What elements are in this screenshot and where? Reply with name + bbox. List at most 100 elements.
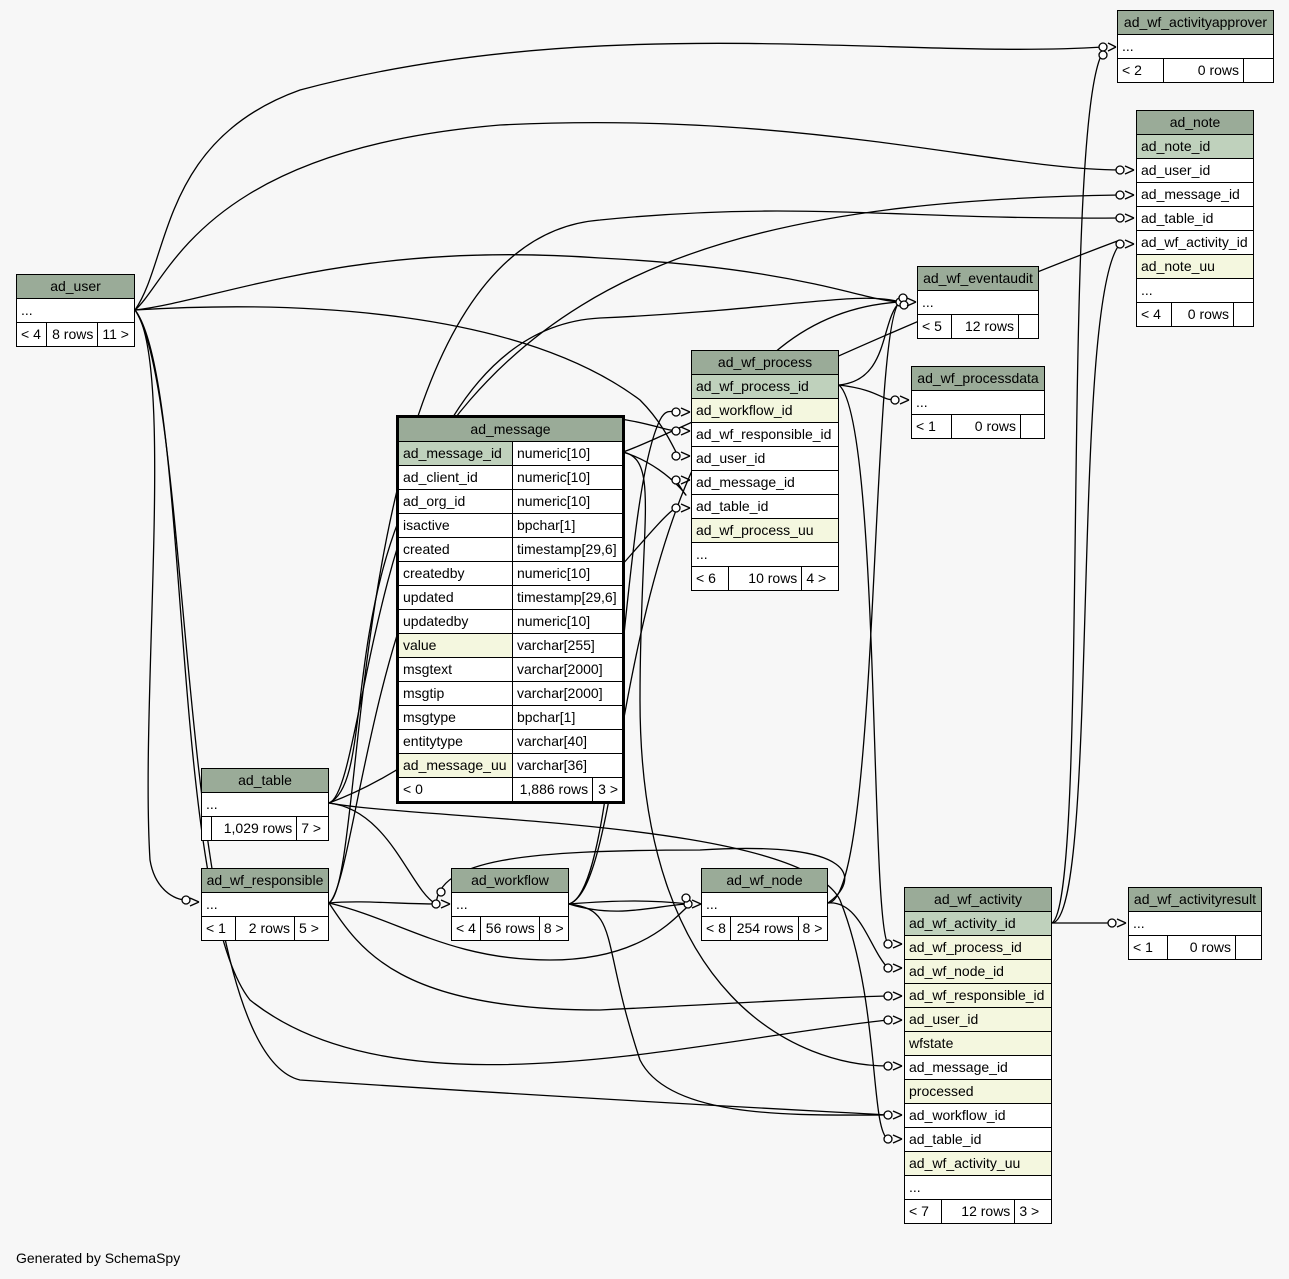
- column-ellipsis: ...: [16, 298, 135, 323]
- table-title: ad_wf_activityresult: [1128, 887, 1262, 912]
- column-ad-message-id: ad_message_id: [904, 1055, 1052, 1080]
- table-title: ad_wf_eventaudit: [917, 266, 1039, 291]
- column-name: entitytype: [397, 729, 513, 754]
- column-name: msgtext: [397, 657, 513, 682]
- column-name: value: [397, 633, 513, 658]
- children-count: [1243, 58, 1274, 83]
- table-title: ad_wf_responsible: [201, 868, 329, 893]
- table-ad-note[interactable]: ad_note ad_note_id ad_user_id ad_message…: [1135, 110, 1254, 327]
- column-type: varchar[2000]: [511, 681, 625, 706]
- column-type: varchar[255]: [511, 633, 625, 658]
- column-ad-wf-responsible-id: ad_wf_responsible_id: [904, 983, 1052, 1008]
- column-type: numeric[10]: [511, 489, 625, 514]
- row-count: 0 rows: [1171, 302, 1234, 327]
- column-ad-user-id: ad_user_id: [691, 446, 839, 471]
- column-ad-note-id: ad_note_id: [1136, 134, 1254, 159]
- table-title: ad_wf_processdata: [911, 366, 1045, 391]
- parents-count: [201, 816, 212, 841]
- column-ellipsis: ...: [451, 892, 569, 917]
- table-ad-wf-activity[interactable]: ad_wf_activity ad_wf_activity_id ad_wf_p…: [904, 887, 1052, 1224]
- column-ad-table-id: ad_table_id: [904, 1127, 1052, 1152]
- row-count: 254 rows: [730, 916, 799, 941]
- column-name: createdby: [397, 561, 513, 586]
- children-count: 4 >: [801, 566, 839, 591]
- column-ad-user-id: ad_user_id: [904, 1007, 1052, 1032]
- column-ad-wf-node-id: ad_wf_node_id: [904, 959, 1052, 984]
- parents-count: < 5: [917, 314, 952, 339]
- column-processed: processed: [904, 1079, 1052, 1104]
- column-ellipsis: ...: [691, 542, 839, 567]
- row-count: 2 rows: [234, 916, 296, 941]
- parents-count: < 1: [201, 916, 236, 941]
- column-name: updated: [397, 585, 513, 610]
- column-ad-wf-activity-id: ad_wf_activity_id: [1136, 230, 1254, 255]
- column-name: updatedby: [397, 609, 513, 634]
- children-count: 5 >: [294, 916, 329, 941]
- column-type: timestamp[29,6]: [511, 537, 625, 562]
- column-ad-wf-activity-uu: ad_wf_activity_uu: [904, 1151, 1052, 1176]
- column-type: numeric[10]: [511, 441, 625, 466]
- column-ad-wf-responsible-id: ad_wf_responsible_id: [691, 422, 839, 447]
- column-type: numeric[10]: [511, 609, 625, 634]
- column-ellipsis: ...: [701, 892, 828, 917]
- column-ad-workflow-id: ad_workflow_id: [904, 1103, 1052, 1128]
- generated-by-footer: Generated by SchemaSpy: [16, 1250, 181, 1266]
- column-type: bpchar[1]: [511, 705, 625, 730]
- children-count: [1018, 314, 1039, 339]
- column-ad-wf-process-id: ad_wf_process_id: [904, 935, 1052, 960]
- column-ellipsis: ...: [1128, 911, 1262, 936]
- column-type: numeric[10]: [511, 561, 625, 586]
- column-name: created: [397, 537, 513, 562]
- row-count: 12 rows: [940, 1199, 1016, 1224]
- parents-count: < 6: [691, 566, 729, 591]
- children-count: 11 >: [97, 322, 135, 347]
- column-name: ad_message_uu: [397, 753, 513, 778]
- table-ad-wf-process[interactable]: ad_wf_process ad_wf_process_id ad_workfl…: [691, 350, 839, 591]
- children-count: 7 >: [296, 816, 329, 841]
- table-title: ad_table: [201, 768, 329, 793]
- column-wfstate: wfstate: [904, 1031, 1052, 1056]
- column-ad-wf-activity-id: ad_wf_activity_id: [904, 911, 1052, 936]
- parents-count: < 4: [1135, 302, 1173, 327]
- column-ad-note-uu: ad_note_uu: [1136, 254, 1254, 279]
- children-count: 3 >: [1014, 1199, 1052, 1224]
- table-title: ad_note: [1136, 110, 1254, 135]
- column-name: msgtip: [397, 681, 513, 706]
- row-count: 1,886 rows: [511, 777, 594, 803]
- parents-count: < 1: [911, 414, 952, 439]
- parents-count: < 1: [1127, 935, 1169, 960]
- column-ellipsis: ...: [201, 792, 329, 817]
- table-title: ad_wf_activityapprover: [1117, 10, 1274, 35]
- column-name: isactive: [397, 513, 513, 538]
- children-count: [1020, 414, 1045, 439]
- table-title: ad_wf_process: [691, 350, 839, 375]
- column-name: ad_client_id: [397, 465, 513, 490]
- column-ellipsis: ...: [201, 892, 329, 917]
- column-type: varchar[2000]: [511, 657, 625, 682]
- column-ad-workflow-id: ad_workflow_id: [691, 398, 839, 423]
- parents-count: < 4: [16, 322, 47, 347]
- column-type: varchar[40]: [511, 729, 625, 754]
